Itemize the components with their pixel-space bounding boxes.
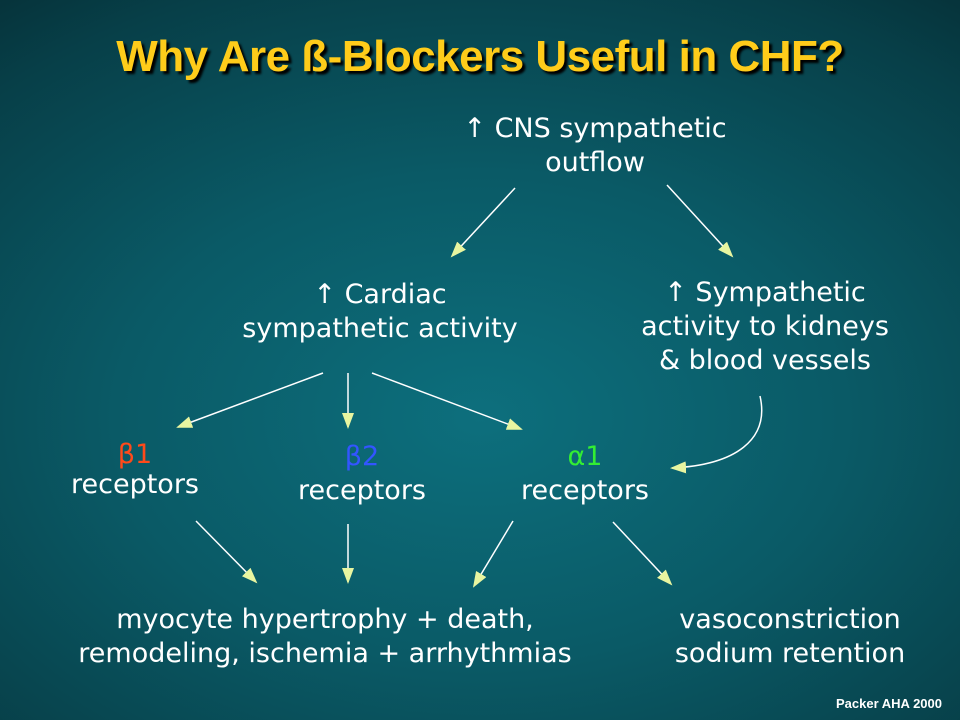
sympathetic-kidneys-vessels-node: ↑ Sympathetic activity to kidneys & bloo… xyxy=(605,276,925,378)
cardiac-sympathetic-activity-node: ↑ Cardiac sympathetic activity xyxy=(215,278,545,346)
beta2-receptors-node: β2 receptors xyxy=(272,440,452,508)
arrow-cardiac-to-alpha1 xyxy=(371,372,523,430)
sympathetic-line-1: ↑ Sympathetic xyxy=(664,277,866,308)
vaso-line-2: sodium retention xyxy=(674,638,906,669)
citation-footer: Packer AHA 2000 xyxy=(836,696,942,711)
cns-line-1: ↑ CNS sympathetic xyxy=(463,113,727,144)
beta1-symbol: β1 xyxy=(117,439,153,470)
beta2-symbol: β2 xyxy=(344,441,380,472)
arrow-beta1-to-myocyte xyxy=(195,520,258,584)
alpha1-symbol: α1 xyxy=(567,441,603,472)
arrow-cns-to-cardiac xyxy=(450,187,516,258)
myocyte-line-2: remodeling, ischemia + arrhythmias xyxy=(78,638,572,669)
vaso-line-1: vasoconstriction xyxy=(679,604,901,635)
myocyte-line-1: myocyte hypertrophy + death, xyxy=(116,604,534,635)
cardiac-line-1: ↑ Cardiac xyxy=(313,279,447,310)
beta1-label: receptors xyxy=(71,469,199,500)
cns-sympathetic-outflow-node: ↑ CNS sympathetic outflow xyxy=(430,112,760,180)
beta1-receptors-node: β1 receptors xyxy=(45,438,225,502)
cardiac-line-2: sympathetic activity xyxy=(242,313,518,344)
arrow-alpha1-to-vaso xyxy=(612,521,673,586)
sympathetic-line-3: & blood vessels xyxy=(659,345,871,376)
beta2-label: receptors xyxy=(298,475,426,506)
arrow-cns-to-sympathetic xyxy=(666,184,734,258)
alpha1-receptors-node: α1 receptors xyxy=(495,440,675,508)
alpha1-label: receptors xyxy=(521,475,649,506)
myocyte-outcomes-node: myocyte hypertrophy + death, remodeling,… xyxy=(25,603,625,671)
slide-title: Why Are ß-Blockers Useful in CHF? xyxy=(116,32,844,81)
arrow-sympathetic-to-alpha1 xyxy=(670,395,763,474)
vasoconstriction-outcomes-node: vasoconstriction sodium retention xyxy=(645,603,935,671)
arrow-alpha1-to-myocyte xyxy=(472,520,514,588)
sympathetic-line-2: activity to kidneys xyxy=(641,311,889,342)
cns-line-2: outflow xyxy=(545,147,645,178)
arrow-cardiac-to-beta1 xyxy=(176,372,324,428)
